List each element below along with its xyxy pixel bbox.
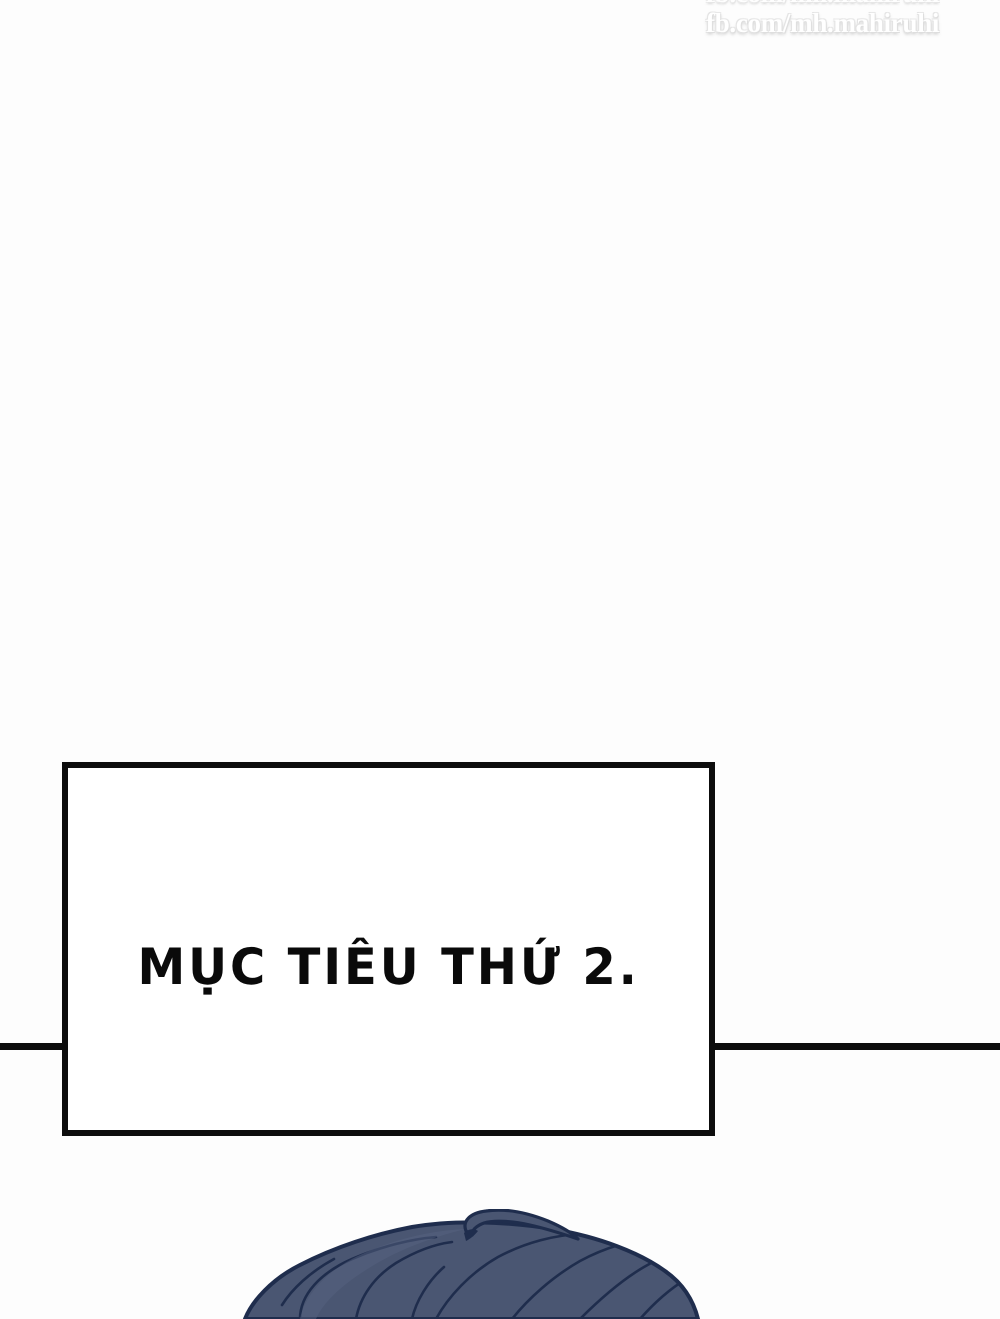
hair-silhouette [243, 1220, 700, 1319]
caption-box: MỤC TIÊU THỨ 2. [62, 762, 715, 1136]
ahoge-root-notch [464, 1229, 478, 1241]
watermark-text: fb.com/mh.mahiruhi [706, 8, 940, 38]
character-hair [0, 1209, 1000, 1319]
ahoge-hair-strand [463, 1209, 580, 1241]
hair-highlight [300, 1229, 466, 1319]
watermark-clipped: fb.com/mh.mahiruhi [706, 0, 974, 8]
panel-divider-right [713, 1043, 1000, 1050]
hair-strand-lines [280, 1232, 696, 1319]
character-hair-svg [243, 1209, 700, 1319]
caption-text: MỤC TIÊU THỨ 2. [137, 938, 640, 996]
panel-divider-left [0, 1043, 64, 1050]
